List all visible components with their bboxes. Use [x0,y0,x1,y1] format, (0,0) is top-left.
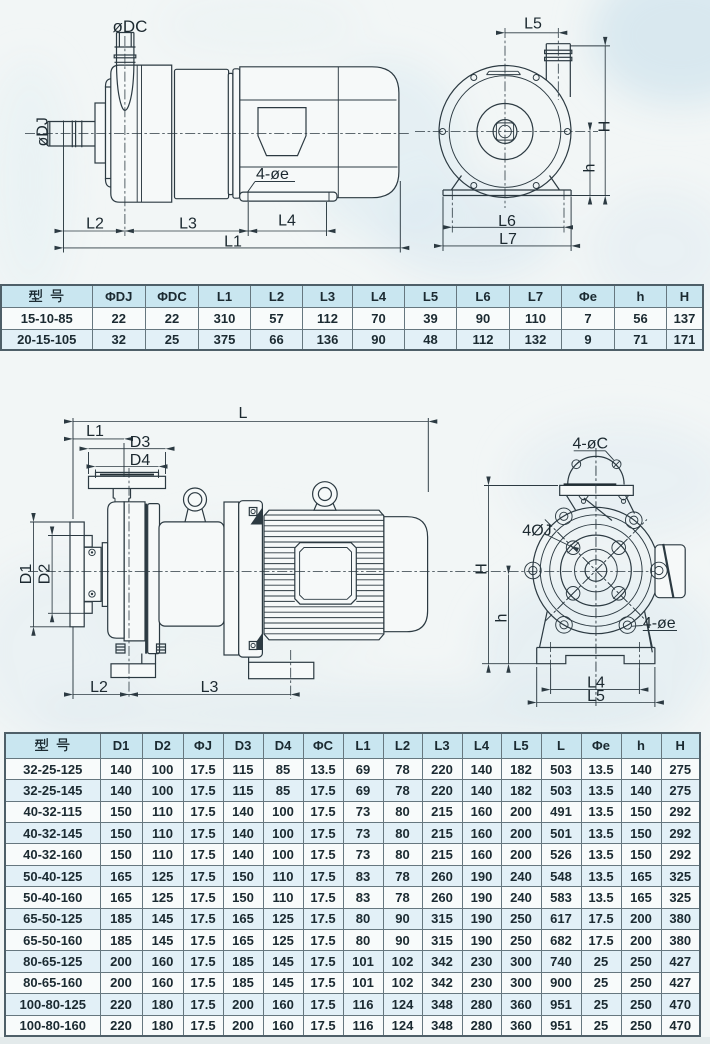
svg-text:øDC: øDC [113,17,148,36]
svg-text:L: L [239,405,248,422]
svg-text:H: H [474,563,491,575]
svg-text:h: h [582,164,599,173]
svg-text:L2: L2 [86,216,104,233]
svg-text:D4: D4 [130,452,151,469]
svg-text:D1: D1 [18,564,35,585]
svg-text:4ØJ: 4ØJ [522,523,551,540]
svg-text:L7: L7 [499,231,517,248]
svg-text:D3: D3 [130,434,151,451]
svg-text:4-øe: 4-øe [256,166,289,183]
svg-text:L1: L1 [86,423,104,440]
svg-text:h: h [494,614,511,623]
svg-text:L2: L2 [90,679,108,696]
svg-text:4-øe: 4-øe [643,615,676,632]
svg-text:L3: L3 [179,216,197,233]
svg-text:L4: L4 [278,213,296,230]
svg-text:D2: D2 [37,564,54,585]
svg-text:L3: L3 [201,679,219,696]
svg-text:L5: L5 [587,688,605,705]
svg-text:L1: L1 [224,234,242,251]
svg-text:H: H [597,121,614,133]
svg-text:4-øC: 4-øC [573,436,609,453]
svg-text:L6: L6 [498,213,516,230]
svg-text:L4: L4 [587,675,605,692]
svg-text:L5: L5 [524,16,542,33]
svg-text:øDJ: øDJ [35,117,52,146]
